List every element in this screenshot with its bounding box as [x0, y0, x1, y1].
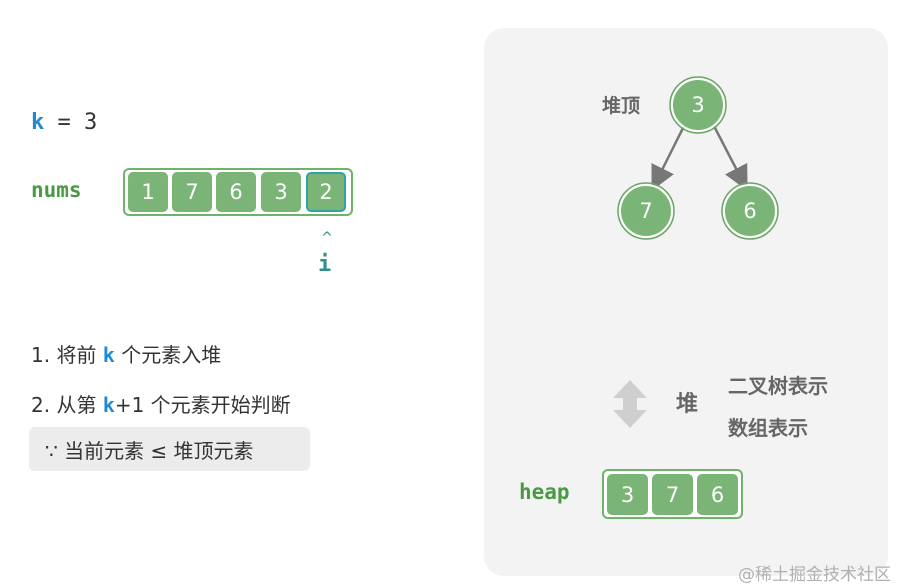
- watermark: @稀土掘金技术社区: [738, 565, 891, 585]
- pointer-label: i: [318, 252, 332, 277]
- heap-array-cell: 6: [697, 474, 738, 515]
- tree-representation-label: 二叉树表示: [728, 374, 828, 398]
- nums-cell: 3: [261, 172, 301, 212]
- k-assignment: k = 3: [31, 110, 97, 135]
- step-2-suffix: +1 个元素开始判断: [114, 393, 291, 417]
- heap-node-left: 7: [617, 182, 675, 240]
- heap-node-right-value: 6: [743, 199, 756, 223]
- k-value: = 3: [44, 110, 98, 135]
- nums-cell-current: 2: [306, 172, 346, 212]
- heap-top-label: 堆顶: [602, 95, 641, 117]
- step-1-k: k: [102, 343, 115, 367]
- edge-root-left: [651, 125, 686, 191]
- step-1: 1. 将前 k 个元素入堆: [31, 339, 221, 368]
- heap-node-root-value: 3: [691, 93, 704, 117]
- heap-node-root: 3: [669, 76, 727, 134]
- step-2: 2. 从第 k+1 个元素开始判断: [31, 389, 291, 418]
- heap-array-cell: 3: [607, 474, 648, 515]
- heap-node-left-value: 7: [639, 199, 652, 223]
- step-1-prefix: 1. 将前: [31, 343, 103, 367]
- nums-cell: 7: [172, 172, 212, 212]
- nums-cell: 1: [128, 172, 168, 212]
- heap-array-cell: 7: [652, 474, 693, 515]
- heap-node-right: 6: [721, 182, 779, 240]
- double-arrow-icon: [613, 380, 647, 428]
- step-2-prefix: 2. 从第: [31, 393, 103, 417]
- edge-root-right: [712, 125, 748, 191]
- pointer-arrow-icon: ^: [321, 230, 333, 246]
- step-1-suffix: 个元素入堆: [114, 343, 222, 367]
- heap-array-label: heap: [519, 480, 570, 504]
- condition-note: ∵ 当前元素 ≤ 堆顶元素: [29, 427, 310, 471]
- nums-label: nums: [31, 178, 82, 202]
- heap-concept-label: 堆: [676, 392, 699, 417]
- step-2-k: k: [102, 393, 115, 417]
- nums-cell: 6: [216, 172, 256, 212]
- k-variable: k: [31, 110, 45, 135]
- array-representation-label: 数组表示: [728, 416, 808, 440]
